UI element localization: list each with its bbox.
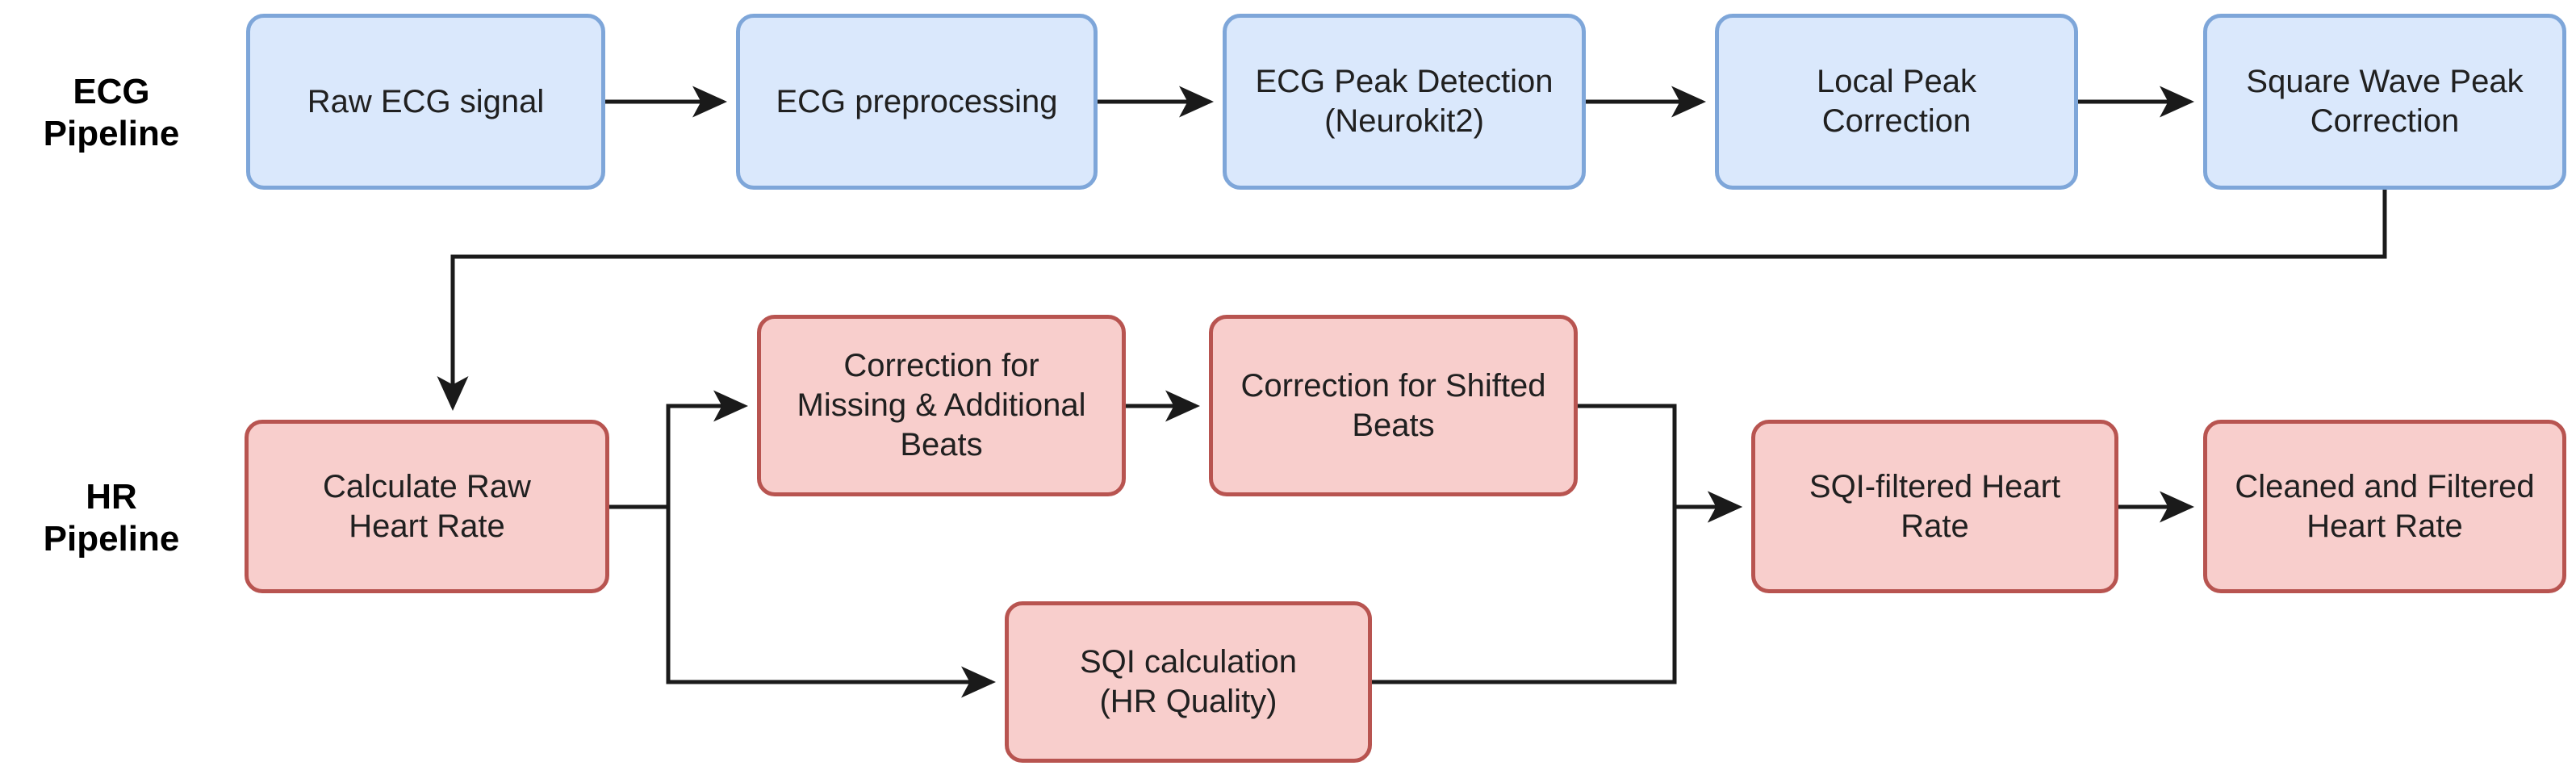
node-correction-shifted-beats[interactable]: Correction for Shifted Beats bbox=[1209, 315, 1578, 496]
node-square-wave-peak-correction[interactable]: Square Wave Peak Correction bbox=[2203, 14, 2566, 190]
node-calculate-raw-heart-rate[interactable]: Calculate Raw Heart Rate bbox=[245, 420, 609, 593]
node-correction-missing-additional-beats[interactable]: Correction for Missing & Additional Beat… bbox=[757, 315, 1126, 496]
node-raw-ecg-signal[interactable]: Raw ECG signal bbox=[246, 14, 605, 190]
node-label: Square Wave Peak Correction bbox=[2246, 64, 2524, 139]
node-label: Raw ECG signal bbox=[307, 83, 545, 119]
node-label: Local Peak Correction bbox=[1817, 64, 1976, 139]
edge-sqi-calculation-to-sqi-filtered-hr bbox=[1372, 491, 1743, 684]
edge-calculate-raw-hr-to-sqi-calculation bbox=[609, 504, 997, 698]
edge-calculate-raw-hr-to-missing-additional bbox=[609, 390, 749, 509]
node-sqi-filtered-heart-rate[interactable]: SQI-filtered Heart Rate bbox=[1751, 420, 2118, 593]
node-local-peak-correction[interactable]: Local Peak Correction bbox=[1715, 14, 2078, 190]
hr-pipeline-label: HR Pipeline bbox=[43, 477, 180, 559]
node-ecg-preprocessing[interactable]: ECG preprocessing bbox=[736, 14, 1098, 190]
node-cleaned-filtered-heart-rate[interactable]: Cleaned and Filtered Heart Rate bbox=[2203, 420, 2566, 593]
node-label: ECG preprocessing bbox=[776, 83, 1058, 119]
ecg-pipeline-label: ECG Pipeline bbox=[43, 72, 180, 153]
edge-shifted-to-sqi-filtered-hr bbox=[1578, 404, 1743, 523]
node-label: SQI calculation (HR Quality) bbox=[1079, 644, 1298, 719]
node-label: Correction for Shifted Beats bbox=[1240, 367, 1546, 443]
node-label: Correction for Missing & Additional Beat… bbox=[797, 348, 1086, 462]
node-label: SQI-filtered Heart Rate bbox=[1809, 468, 2061, 544]
node-label: Calculate Raw Heart Rate bbox=[323, 468, 531, 544]
node-label: Cleaned and Filtered Heart Rate bbox=[2235, 468, 2535, 544]
node-ecg-peak-detection[interactable]: ECG Peak Detection (Neurokit2) bbox=[1223, 14, 1586, 190]
node-sqi-calculation[interactable]: SQI calculation (HR Quality) bbox=[1005, 601, 1372, 763]
node-label: ECG Peak Detection (Neurokit2) bbox=[1255, 64, 1554, 139]
